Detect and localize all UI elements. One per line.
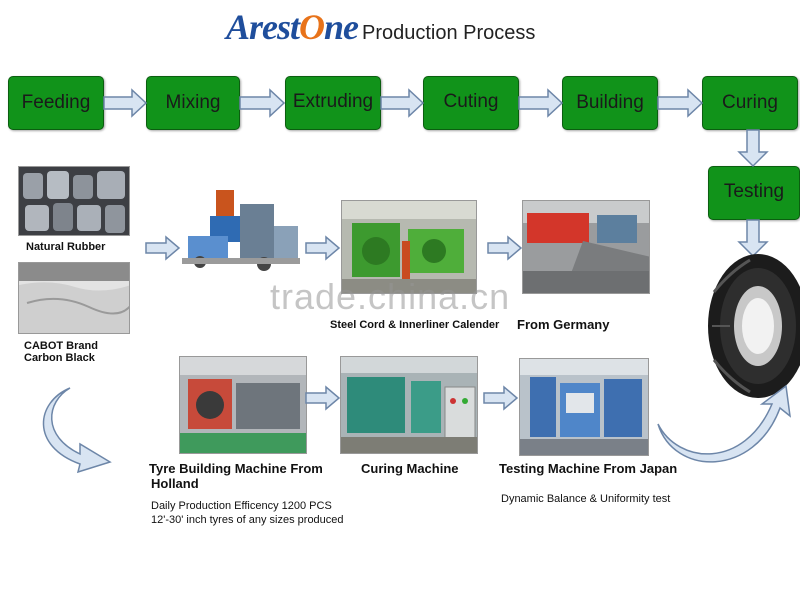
step-feeding: Feeding: [8, 76, 104, 130]
tyre-image: [708, 254, 800, 398]
caption-carbon-black-line1: CABOT Brand: [24, 340, 98, 352]
arrow-mixing-extruding: [239, 88, 286, 118]
step-extruding: Extruding: [285, 76, 381, 130]
arrow-extruding-cuting: [380, 88, 425, 118]
curved-arrow-right: [657, 384, 791, 463]
note-sizes: 12'-30' inch tyres of any sizes produced: [151, 514, 344, 526]
caption-building-line2: Holland: [151, 476, 199, 491]
caption-calender: Steel Cord & Innerliner Calender: [330, 319, 500, 331]
testing-machine-photo: [519, 358, 649, 456]
calender-image: [342, 201, 476, 293]
natural-rubber-photo: [18, 166, 130, 236]
natural-rubber-image: [19, 167, 129, 235]
carbon-black-photo: [18, 262, 130, 334]
caption-natural-rubber: Natural Rubber: [26, 241, 106, 253]
logo-suffix: ne: [324, 7, 359, 47]
tyre-building-photo: [179, 356, 307, 454]
caption-building-line1: Tyre Building Machine From: [149, 461, 323, 476]
caption-from-germany: From Germany: [517, 317, 610, 332]
arrow-testing-tyre: [737, 219, 769, 258]
step-curing: Curing: [702, 76, 798, 130]
curing-machine-image: [341, 357, 477, 453]
curing-machine-photo: [340, 356, 478, 454]
carbon-black-image: [19, 263, 129, 333]
calender-photo: [341, 200, 477, 294]
arrow-building-curing-machine: [305, 385, 341, 411]
arrow-calender-cutter: [487, 235, 523, 261]
arestone-logo: ArestOne: [226, 6, 359, 48]
watermark: trade.china.cn: [270, 276, 511, 317]
caption-testing-machine: Testing Machine From Japan: [499, 461, 678, 476]
tyre-building-image: [180, 357, 306, 453]
arrow-cuting-building: [518, 88, 564, 118]
arrow-mixer-calender: [305, 235, 341, 261]
note-dynamic-test: Dynamic Balance & Uniformity test: [501, 493, 671, 505]
arrow-building-curing: [657, 88, 704, 118]
step-cuting: Cuting: [423, 76, 519, 130]
page-title: Production Process: [362, 22, 536, 44]
logo-o: O: [299, 7, 325, 47]
step-mixing: Mixing: [146, 76, 240, 130]
step-building: Building: [562, 76, 658, 130]
testing-machine-image: [520, 359, 648, 455]
note-efficiency: Daily Production Efficency 1200 PCS: [151, 500, 332, 512]
caption-curing-machine: Curing Machine: [361, 461, 459, 476]
caption-carbon-black-line2: Carbon Black: [24, 352, 95, 364]
arrow-curing-testing-machine: [483, 385, 519, 411]
arrow-rubber-mixer: [145, 235, 181, 261]
mixer-machine-image: [182, 190, 300, 271]
step-testing: Testing: [708, 166, 800, 220]
cutter-image: [523, 201, 649, 293]
arrow-feeding-mixing: [103, 88, 148, 118]
cutter-photo: [522, 200, 650, 294]
arrow-curing-testing: [737, 129, 769, 168]
curved-arrow-left: [42, 387, 112, 474]
logo-prefix: Arest: [226, 7, 300, 47]
